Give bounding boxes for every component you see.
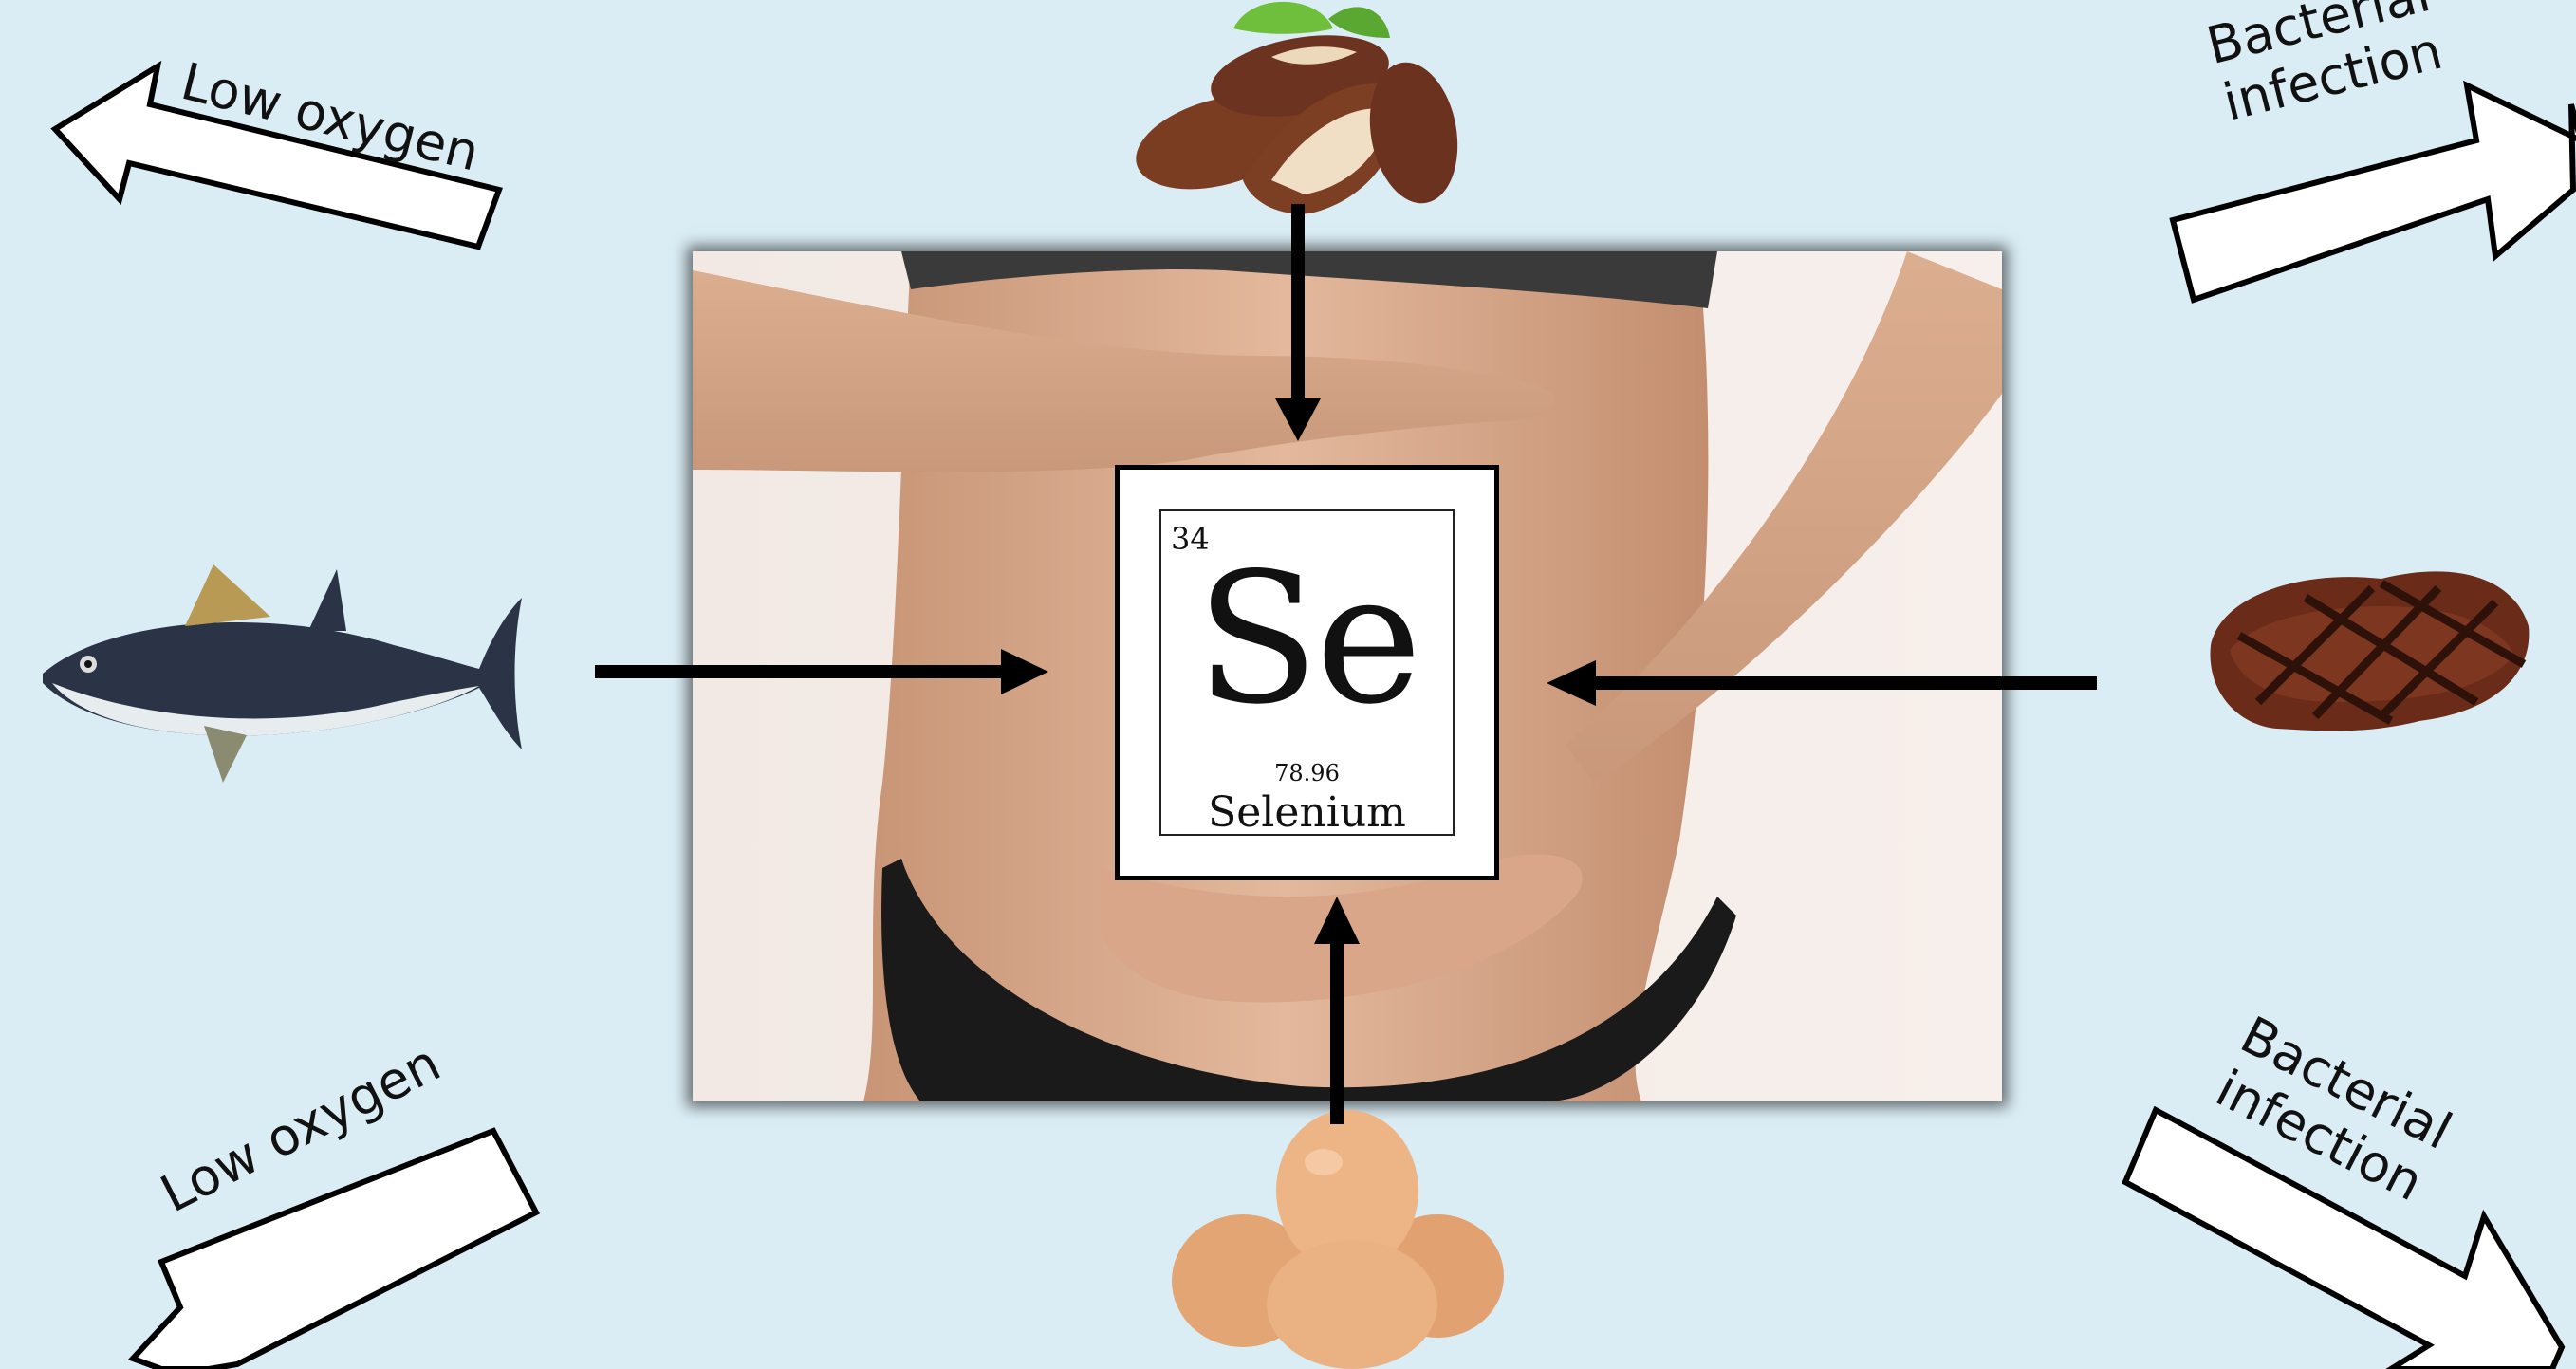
pointer-from-tuna [595, 649, 1048, 694]
pointer-from-steak [1547, 660, 2097, 706]
pointer-from-eggs [1314, 897, 1360, 1124]
pointer-from-nuts [1275, 204, 1321, 441]
